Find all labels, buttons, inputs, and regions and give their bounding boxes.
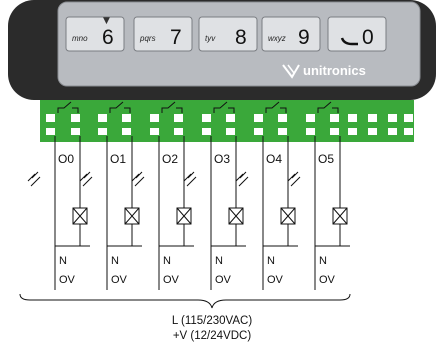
key-digit: 9 xyxy=(298,26,310,49)
key-9[interactable]: wxyz 9 xyxy=(261,16,321,52)
terminal-slot-lower xyxy=(150,128,159,135)
terminal-slot-lower xyxy=(348,128,357,135)
key-face[interactable] xyxy=(198,16,258,52)
terminal-slot-upper xyxy=(388,114,397,122)
supply-dc-label: +V (12/24VDC) xyxy=(173,330,251,342)
key-letters: mno xyxy=(72,34,88,43)
zero-volt-label: OV xyxy=(319,274,336,286)
terminal-slot-upper xyxy=(122,114,131,122)
terminal-slot-lower xyxy=(46,128,55,135)
neutral-label: N xyxy=(319,255,327,267)
neutral-label: N xyxy=(215,255,223,267)
key-letters: wxyz xyxy=(268,34,286,43)
zero-volt-label: OV xyxy=(111,274,128,286)
zero-volt-label: OV xyxy=(215,274,232,286)
terminal-slot-lower xyxy=(226,128,235,135)
relay-contact-icon xyxy=(213,101,235,113)
neutral-label: N xyxy=(267,255,275,267)
terminal-slots xyxy=(46,114,413,135)
brand-logo-text: unitronics xyxy=(303,63,366,78)
output-label: O2 xyxy=(162,152,178,166)
terminal-slot-upper xyxy=(368,114,377,122)
terminal-slot-lower xyxy=(306,128,315,135)
output-label: O1 xyxy=(110,152,126,166)
neutral-label: N xyxy=(163,255,171,267)
key-0[interactable]: 0 xyxy=(327,16,387,52)
relay-contact-icon xyxy=(161,101,183,113)
output-circuit-o4: O4N OV xyxy=(235,136,298,290)
output-circuit-o0: O0N OV xyxy=(27,136,90,290)
key-letters: tyv xyxy=(205,34,216,43)
earth-ground-icon xyxy=(79,171,93,187)
keypad-keys: mno 6▼ pqrs 7 tyv 8 wxyz 9 0 xyxy=(65,16,387,52)
phone-handset-icon xyxy=(340,37,358,46)
terminal-slot-upper xyxy=(46,114,55,122)
key-face[interactable] xyxy=(261,16,321,52)
relay-contacts xyxy=(57,101,339,113)
terminal-slot-lower xyxy=(330,128,339,135)
relay-contact-icon xyxy=(265,101,287,113)
output-circuit-o3: O3N OV xyxy=(183,136,246,290)
earth-ground-icon xyxy=(235,171,249,187)
output-circuit-o5: O5N OV xyxy=(287,136,350,290)
key-6[interactable]: mno 6▼ xyxy=(65,16,125,52)
key-face[interactable] xyxy=(65,16,125,52)
supply-ac-label: L (115/230VAC) xyxy=(172,315,253,327)
key-digit: 7 xyxy=(170,26,182,49)
output-circuit-o1: O1N OV xyxy=(79,136,142,290)
relay-contact-icon xyxy=(57,101,79,113)
key-8[interactable]: tyv 8 xyxy=(198,16,258,52)
terminal-slot-lower xyxy=(98,128,107,135)
supply-brace xyxy=(19,293,351,309)
key-digit: 8 xyxy=(235,26,247,49)
terminal-slot-lower xyxy=(202,128,211,135)
key-digit: 6 xyxy=(102,26,114,49)
output-label: O5 xyxy=(318,152,334,166)
earth-ground-icon xyxy=(131,171,145,187)
key-7[interactable]: pqrs 7 xyxy=(133,16,193,52)
terminal-slot-lower xyxy=(404,128,413,135)
terminal-slot-upper xyxy=(98,114,107,122)
terminal-slot-upper xyxy=(226,114,235,122)
zero-volt-label: OV xyxy=(267,274,284,286)
terminal-slot-lower xyxy=(388,128,397,135)
terminal-slot-upper xyxy=(306,114,315,122)
terminal-slot-lower xyxy=(368,128,377,135)
earth-ground-icon xyxy=(183,171,197,187)
terminal-slot-upper xyxy=(202,114,211,122)
key-face[interactable] xyxy=(133,16,193,52)
neutral-label: N xyxy=(59,255,67,267)
output-label: O0 xyxy=(58,152,74,166)
neutral-label: N xyxy=(111,255,119,267)
terminal-slot-lower xyxy=(278,128,287,135)
terminal-slot-lower xyxy=(122,128,131,135)
unitronics-logo-icon xyxy=(282,64,300,79)
output-label: O3 xyxy=(214,152,230,166)
terminal-slot-lower xyxy=(174,128,183,135)
terminal-slot-upper xyxy=(254,114,263,122)
terminal-slot-upper xyxy=(278,114,287,122)
terminal-slot-upper xyxy=(174,114,183,122)
earth-ground-icon xyxy=(287,171,301,187)
output-circuit-o2: O2N OV xyxy=(131,136,194,290)
terminal-slot-upper xyxy=(150,114,159,122)
output-circuits: O0N OV O1N OV O2N OV O3N OV O4N OV O5N OV xyxy=(27,136,350,290)
terminal-slot-upper xyxy=(330,114,339,122)
output-label: O4 xyxy=(266,152,282,166)
terminal-slot-upper xyxy=(71,114,80,122)
terminal-slot-upper xyxy=(404,114,413,122)
down-arrow-icon: ▼ xyxy=(103,16,110,26)
key-face[interactable] xyxy=(327,16,387,52)
relay-contact-icon xyxy=(317,101,339,113)
zero-volt-label: OV xyxy=(59,274,76,286)
relay-contact-icon xyxy=(109,101,131,113)
terminal-slot-lower xyxy=(71,128,80,135)
zero-volt-label: OV xyxy=(163,274,180,286)
terminal-slot-upper xyxy=(348,114,357,122)
key-letters: pqrs xyxy=(139,34,156,43)
terminal-slot-lower xyxy=(254,128,263,135)
earth-ground-icon xyxy=(27,171,41,187)
key-digit: 0 xyxy=(362,26,374,49)
